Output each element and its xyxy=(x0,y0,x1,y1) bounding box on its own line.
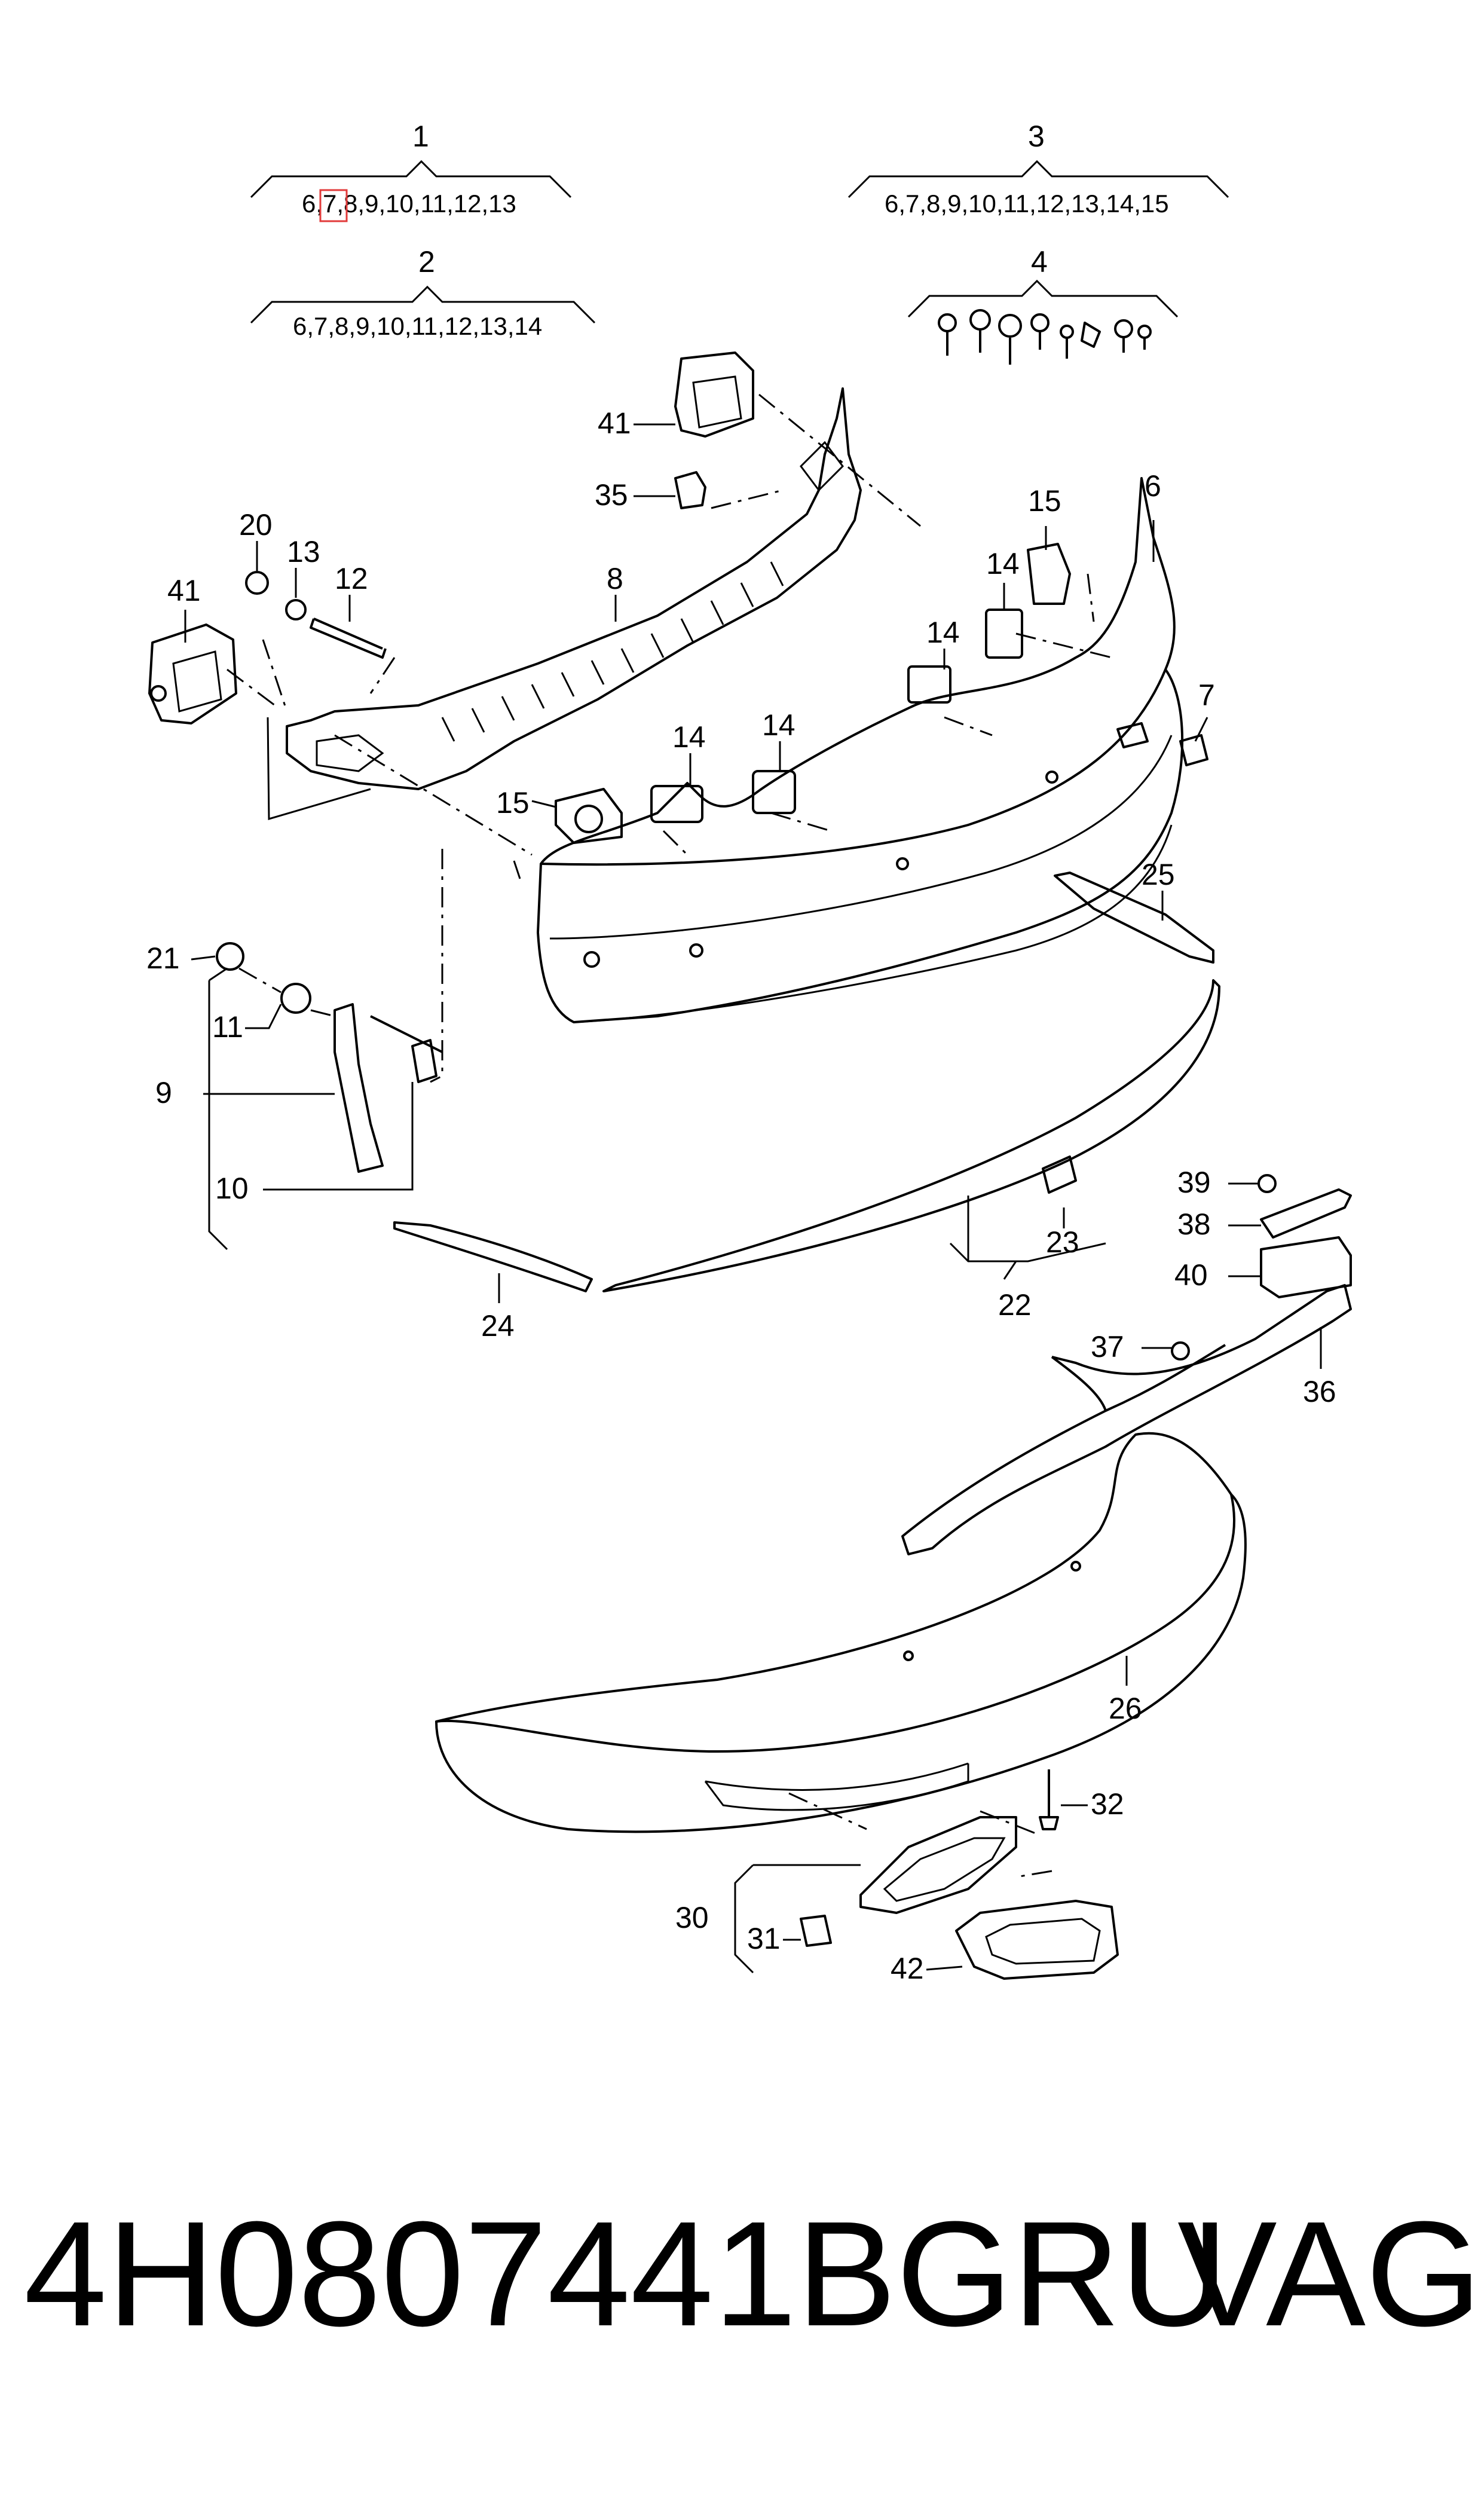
callout-14a: 14 xyxy=(986,547,1020,580)
highlight-box-7 xyxy=(319,189,348,222)
group-bracket-4: 4 xyxy=(907,245,1179,365)
group-members-3: 6,7,8,9,10,11,12,13,14,15 xyxy=(885,189,1169,218)
group-label-4: 4 xyxy=(1031,245,1048,279)
callout-15b: 15 xyxy=(496,786,530,820)
control-unit-41-left xyxy=(148,623,237,724)
brand: VAG xyxy=(1177,2190,1482,2357)
callout-42: 42 xyxy=(891,1952,924,1985)
callout-41a: 41 xyxy=(598,406,631,440)
trim-24 xyxy=(393,1221,593,1292)
callout-14b: 14 xyxy=(926,616,960,649)
callout-14c: 14 xyxy=(672,720,706,754)
callout-23: 23 xyxy=(1046,1225,1079,1259)
callout-35: 35 xyxy=(595,478,628,512)
callout-21: 21 xyxy=(146,941,180,975)
tailpipe-trim-42 xyxy=(955,1900,1119,1980)
callout-38: 38 xyxy=(1177,1207,1211,1241)
callout-7: 7 xyxy=(1198,678,1215,712)
sensor-holders xyxy=(555,543,1071,844)
callout-15a: 15 xyxy=(1028,484,1061,518)
callout-8: 8 xyxy=(607,562,623,595)
clip-35 xyxy=(674,471,706,509)
screw-37 xyxy=(1171,1341,1190,1361)
callout-36: 36 xyxy=(1303,1375,1336,1408)
bracket-assembly-9 xyxy=(216,942,443,1173)
mounting-rail-36 xyxy=(901,1284,1352,1555)
callout-30: 30 xyxy=(675,1901,709,1934)
rivet-32 xyxy=(1039,1769,1059,1830)
group-label-2: 2 xyxy=(418,245,435,279)
callout-40: 40 xyxy=(1174,1258,1208,1292)
callout-39: 39 xyxy=(1177,1166,1211,1199)
callout-10: 10 xyxy=(215,1172,249,1205)
group-members-2: 6,7,8,9,10,11,12,13,14 xyxy=(293,312,542,340)
cap-7 xyxy=(1179,734,1208,766)
group-bracket-1: 1 6,7,8,9,10,11,12,13 xyxy=(250,120,572,222)
callout-20: 20 xyxy=(239,508,273,542)
callout-37: 37 xyxy=(1091,1330,1124,1364)
callout-31: 31 xyxy=(747,1922,781,1955)
trim-strip-22 xyxy=(602,979,1220,1292)
washer-13 xyxy=(285,599,307,620)
bracket-38 xyxy=(1260,1188,1352,1239)
callout-41b: 41 xyxy=(167,574,201,607)
callout-13: 13 xyxy=(287,535,320,568)
callout-26: 26 xyxy=(1109,1692,1142,1725)
callout-12: 12 xyxy=(335,562,368,595)
support-frame-outline xyxy=(267,717,371,820)
bolt-12 xyxy=(310,617,387,659)
control-unit-41-top xyxy=(674,351,754,438)
part-number: 4H0807441BGRU xyxy=(24,2190,1229,2357)
screw-39 xyxy=(1257,1174,1277,1193)
group-bracket-3: 3 6,7,8,9,10,11,12,13,14,15 xyxy=(847,120,1229,218)
nut-20 xyxy=(245,571,269,595)
bumper-cover-upper xyxy=(537,477,1184,1023)
callout-labels: 41 35 8 6 15 14 14 20 13 12 41 7 14 14 1… xyxy=(146,406,1336,1985)
callout-9: 9 xyxy=(155,1076,172,1109)
group-members-1: 6,7,8,9,10,11,12,13 xyxy=(302,189,516,218)
callout-14d: 14 xyxy=(762,708,795,742)
fastener-icons xyxy=(938,309,1152,365)
callout-24: 24 xyxy=(481,1309,515,1343)
absorber-ribs xyxy=(441,561,784,742)
diffuser-insert-30 xyxy=(859,1816,1017,1914)
leader-lines xyxy=(184,423,1322,1974)
callout-25: 25 xyxy=(1142,858,1175,891)
group-label-3: 3 xyxy=(1028,120,1045,153)
group-bracket-2: 2 6,7,8,9,10,11,12,13,14 xyxy=(250,245,596,340)
lower-bumper-26 xyxy=(435,1432,1247,1833)
callout-6: 6 xyxy=(1145,469,1161,503)
callout-32: 32 xyxy=(1091,1787,1124,1821)
assembly-lines xyxy=(227,393,1112,1878)
callout-22: 22 xyxy=(998,1288,1032,1322)
clip-31 xyxy=(800,1915,832,1947)
callout-11: 11 xyxy=(212,1010,243,1044)
footer-caption: 4H0807441BGRU VAG xyxy=(24,2188,1482,2367)
exploded-bumper-drawing: 1 6,7,8,9,10,11,12,13 2 6,7,8,9,10,11,12… xyxy=(146,120,1352,1985)
clip-23 xyxy=(1042,1155,1077,1194)
module-40 xyxy=(1260,1236,1352,1298)
reflector-strip-25 xyxy=(1054,872,1214,964)
group-label-1: 1 xyxy=(412,120,429,153)
